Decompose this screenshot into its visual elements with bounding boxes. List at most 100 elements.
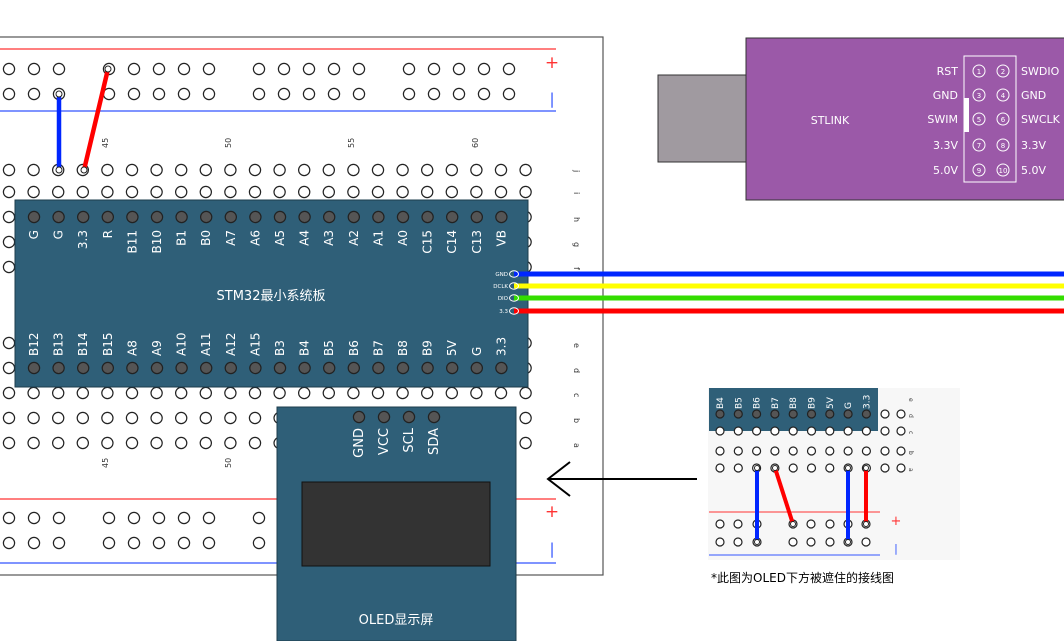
breadboard-hole xyxy=(519,386,532,400)
breadboard-hole xyxy=(372,210,385,224)
inset-wire-end xyxy=(772,465,778,471)
breadboard-hole xyxy=(352,87,366,101)
breadboard-hole xyxy=(175,361,188,375)
breadboard-hole xyxy=(177,511,191,525)
row-letter: i xyxy=(572,192,581,194)
rail-minus-label: | xyxy=(549,90,554,108)
breadboard-hole xyxy=(470,361,483,375)
breadboard-hole xyxy=(125,411,139,425)
breadboard-hole xyxy=(224,163,237,177)
column-number: 50 xyxy=(224,458,233,468)
breadboard-hole xyxy=(733,519,743,529)
breadboard-hole xyxy=(52,511,66,525)
breadboard-hole xyxy=(150,210,164,224)
mcu-bottom-pin-label: A15 xyxy=(248,333,262,356)
breadboard-hole xyxy=(2,386,16,400)
breadboard-hole xyxy=(102,511,116,525)
breadboard-hole xyxy=(445,163,458,177)
mcu-bottom-pin-label: B14 xyxy=(76,332,90,356)
header-key-notch xyxy=(964,98,969,132)
breadboard-hole xyxy=(825,537,835,547)
mcu-bottom-pin-label: B13 xyxy=(52,332,66,356)
breadboard-hole xyxy=(445,386,458,400)
mcu-top-pin-label: G xyxy=(27,230,41,239)
swd-pad xyxy=(509,282,519,290)
breadboard-hole xyxy=(248,185,262,199)
inset-pin-label: 3.3 xyxy=(862,395,872,409)
breadboard-hole xyxy=(202,62,216,76)
inset-row-letter: b xyxy=(907,451,914,455)
breadboard-hole xyxy=(880,426,890,436)
mcu-top-pin-label: A5 xyxy=(273,230,287,246)
breadboard-hole xyxy=(101,386,114,400)
stlink-pin-number: 6 xyxy=(1001,116,1006,124)
row-letter: d xyxy=(572,368,581,373)
breadboard-hole xyxy=(252,87,266,101)
mcu-bottom-pin-label: 5V xyxy=(445,339,459,356)
breadboard-hole xyxy=(402,87,416,101)
breadboard-hole xyxy=(199,411,212,425)
breadboard-hole xyxy=(825,519,835,529)
breadboard-hole xyxy=(495,361,508,375)
inset-pin-label: B7 xyxy=(771,397,781,409)
jumper-end xyxy=(55,90,63,98)
breadboard-hole xyxy=(896,446,906,456)
breadboard-hole xyxy=(27,436,40,450)
breadboard-hole xyxy=(733,409,743,419)
mcu-top-pin-label: C15 xyxy=(421,230,435,254)
breadboard-hole xyxy=(825,446,835,456)
breadboard-hole xyxy=(825,409,835,419)
breadboard-hole xyxy=(76,361,90,375)
breadboard-hole xyxy=(427,87,441,101)
stlink-pin-number: 5 xyxy=(977,116,981,124)
breadboard-hole xyxy=(452,87,466,101)
breadboard-hole xyxy=(751,409,762,419)
breadboard-hole xyxy=(396,185,409,199)
breadboard-hole xyxy=(101,185,114,199)
breadboard-hole xyxy=(806,446,817,456)
inset-pin-label: B4 xyxy=(716,397,726,409)
breadboard-hole xyxy=(174,185,188,199)
breadboard-hole xyxy=(125,185,139,199)
mcu-bottom-pin-label: A8 xyxy=(125,340,139,356)
swd-wires xyxy=(509,270,1064,315)
stlink-pin-number: 8 xyxy=(1001,142,1005,150)
breadboard-hole xyxy=(199,361,213,375)
breadboard-hole xyxy=(733,446,743,456)
swd-pad xyxy=(509,294,519,302)
breadboard-hole xyxy=(806,409,817,419)
stlink-label: STLINK xyxy=(811,114,850,127)
breadboard-hole xyxy=(152,62,166,76)
mcu-top-pin-label: B1 xyxy=(175,230,189,246)
mcu-bottom-pin-label: B7 xyxy=(371,340,385,356)
mcu-bottom-pin-label: B9 xyxy=(421,340,435,356)
swd-pad xyxy=(509,307,519,315)
mcu-bottom-pin-label: B15 xyxy=(101,332,115,356)
stlink-pin-label-right: 3.3V xyxy=(1021,139,1046,152)
breadboard-hole xyxy=(273,210,287,224)
breadboard-hole xyxy=(27,185,40,199)
stlink-pin xyxy=(972,88,986,102)
breadboard-hole xyxy=(352,410,366,424)
row-letter: a xyxy=(572,443,581,448)
breadboard-hole xyxy=(27,386,40,400)
breadboard-hole xyxy=(494,163,508,177)
breadboard-hole xyxy=(177,536,191,550)
mcu-bottom-pin-label: A9 xyxy=(150,340,164,356)
breadboard-hole xyxy=(152,87,166,101)
oled-pin-label: SCL xyxy=(402,427,417,452)
breadboard-hole xyxy=(125,436,139,450)
row-letter: e xyxy=(572,343,581,348)
oled-screen xyxy=(301,481,491,567)
breadboard-hole xyxy=(327,87,341,101)
inset-wire-end xyxy=(754,539,760,545)
inset-pin-label: B6 xyxy=(753,397,763,409)
mcu-top-pin-label: R xyxy=(101,230,115,238)
breadboard-hole xyxy=(175,210,188,224)
stlink-pin-label-right: SWDIO xyxy=(1021,65,1060,78)
breadboard-hole xyxy=(396,386,409,400)
breadboard-hole xyxy=(252,62,266,76)
breadboard-hole xyxy=(298,163,311,177)
stlink-pin xyxy=(996,163,1010,177)
breadboard-hole xyxy=(174,436,188,450)
